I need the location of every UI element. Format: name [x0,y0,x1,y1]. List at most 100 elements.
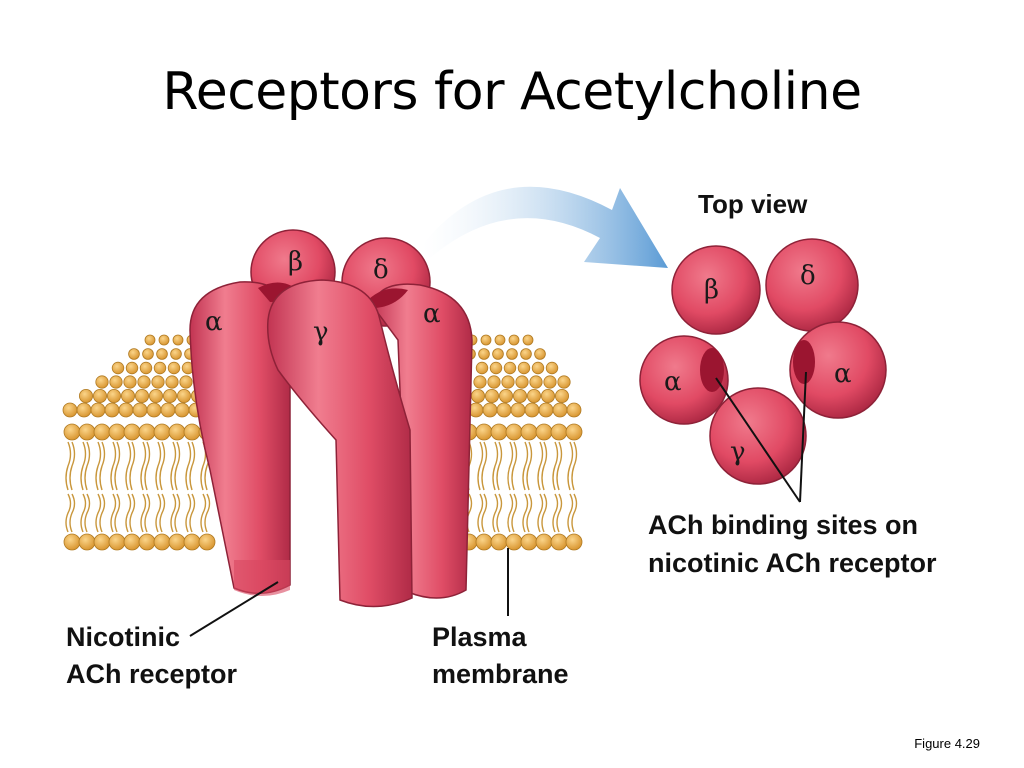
side-label-delta: δ [373,255,389,285]
lipid-head [535,423,553,441]
lipid-tail [114,493,121,533]
lipid-head [144,334,156,346]
lipid-head [505,423,523,441]
top-subunit-alpha-right [789,321,887,419]
lipid-tail [556,493,563,533]
lipid-head [138,423,156,441]
lipid-head [490,423,508,441]
lipid-tail [477,493,484,533]
lipid-tail [189,441,196,491]
lipid-head [513,388,528,403]
lipid-tail [567,441,574,491]
lipid-head [555,388,570,403]
lipid-head [151,375,165,389]
lipid-head [142,348,154,360]
lipid-head [62,402,78,418]
lipid-tail [125,493,132,533]
lipid-head [93,533,111,551]
lipid-tail [507,493,514,533]
lipid-head [63,533,81,551]
nicotinic-receptor-side-view: β δ α γ α [189,229,473,608]
lipid-tail [144,493,151,533]
lipid-head [545,361,559,375]
lipid-head [139,361,153,375]
lipid-tail [567,493,574,533]
lipid-head [550,533,568,551]
lipid-tail [477,441,484,491]
lipid-head [138,533,156,551]
lipid-tail [144,441,151,491]
receptor-base [234,560,290,596]
lipid-head [487,375,501,389]
membrane-label-line-2: membrane [432,659,569,689]
lipid-tail [522,493,529,533]
lipid-tail [155,493,162,533]
lipid-head [158,334,170,346]
membrane-label-line-1: Plasma [432,622,528,652]
top-label-delta: δ [800,261,816,291]
lipid-head [565,423,583,441]
lipid-head [515,375,529,389]
lipid-tail [481,493,488,533]
top-label-beta: β [704,275,719,305]
lipid-tail [552,493,559,533]
lipid-tail [65,441,72,491]
lipid-tail [185,493,192,533]
lipid-head [153,361,167,375]
lipid-head [125,361,139,375]
lipid-head [506,348,518,360]
lipid-head [168,423,186,441]
lipid-head [176,388,191,403]
lipid-head [520,533,538,551]
lipid-head [95,375,109,389]
page-title: Receptors for Acetylcholine [162,62,862,122]
top-subunit-beta [671,245,761,335]
lipid-head [108,533,126,551]
lipid-head [524,402,540,418]
side-label-alpha-left: α [205,307,223,337]
lipid-head [538,402,554,418]
lipid-head [121,388,136,403]
top-binding-site-right [793,340,815,384]
binding-pocket-right [368,288,408,308]
lipid-head [174,402,190,418]
lipid-tail [170,441,177,491]
lipid-head [510,402,526,418]
lipid-head [153,423,171,441]
lipid-tail [496,493,503,533]
lipid-tail [571,441,578,491]
lipid-head [475,361,489,375]
lipid-tail [200,493,207,533]
figure-reference: Figure 4.29 [914,736,980,751]
lipid-head [93,388,108,403]
lipid-tail [65,493,72,533]
lipid-head [179,375,193,389]
lipid-head [167,361,181,375]
binding-label-line-1: ACh binding sites on [648,510,918,540]
lipid-tail [80,493,87,533]
lipid-head [529,375,543,389]
lipid-tail [537,441,544,491]
lipid-head [165,375,179,389]
lipid-head [162,388,177,403]
lipid-head [123,533,141,551]
lipid-head [503,361,517,375]
lipid-tail [492,493,499,533]
lipid-tail [159,441,166,491]
lipid-head [104,402,120,418]
lipid-head [183,423,201,441]
lipid-head [522,334,534,346]
lipid-tail [84,493,91,533]
lipid-head [566,402,582,418]
lipid-head [172,334,184,346]
lipid-head [541,388,556,403]
lipid-head [489,361,503,375]
lipid-head [108,423,126,441]
lipid-tail [556,441,563,491]
lipid-head [498,388,513,403]
lipid-head [475,533,493,551]
lipid-tail [204,493,211,533]
side-label-alpha-right: α [423,299,441,329]
top-subunit-gamma [709,387,807,485]
lipid-head [156,348,168,360]
